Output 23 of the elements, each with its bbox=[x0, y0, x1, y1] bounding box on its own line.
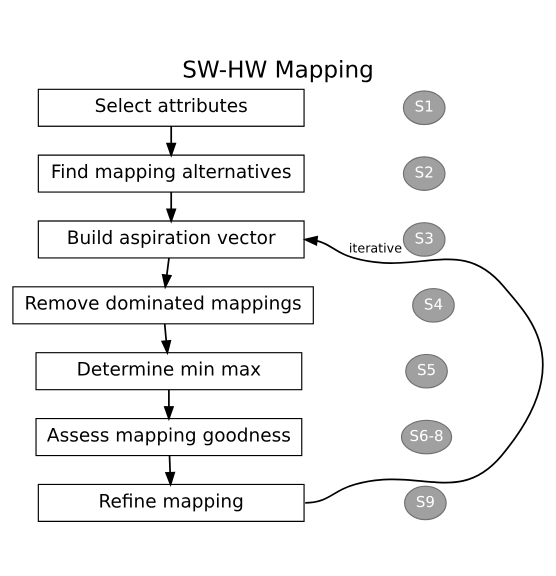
node-ellipse: S4 bbox=[412, 288, 455, 323]
arrow bbox=[166, 126, 176, 158]
arrow bbox=[166, 192, 176, 224]
node-box: Select attributes bbox=[38, 88, 305, 127]
arrow bbox=[164, 390, 174, 422]
node-ellipse: S5 bbox=[405, 354, 448, 389]
arrow bbox=[302, 236, 544, 504]
node-box: Find mapping alternatives bbox=[38, 154, 305, 193]
node-ellipse: S1 bbox=[402, 90, 446, 126]
diagram-title: SW-HW Mapping bbox=[182, 58, 374, 84]
arrow bbox=[162, 258, 172, 290]
arrow bbox=[160, 324, 172, 356]
node-ellipse: S9 bbox=[404, 486, 447, 520]
arrow bbox=[164, 456, 176, 488]
node-box: Determine min max bbox=[35, 352, 302, 390]
node-box: Refine mapping bbox=[38, 484, 305, 522]
node-box: Build aspiration vector bbox=[38, 220, 305, 259]
node-ellipse: S2 bbox=[402, 156, 446, 191]
node-box: Remove dominated mappings bbox=[12, 286, 314, 324]
node-ellipse: S3 bbox=[402, 222, 446, 257]
edge-label: iterative bbox=[348, 240, 402, 256]
node-ellipse: S6-8 bbox=[400, 420, 452, 454]
node-box: Assess mapping goodness bbox=[35, 418, 302, 456]
